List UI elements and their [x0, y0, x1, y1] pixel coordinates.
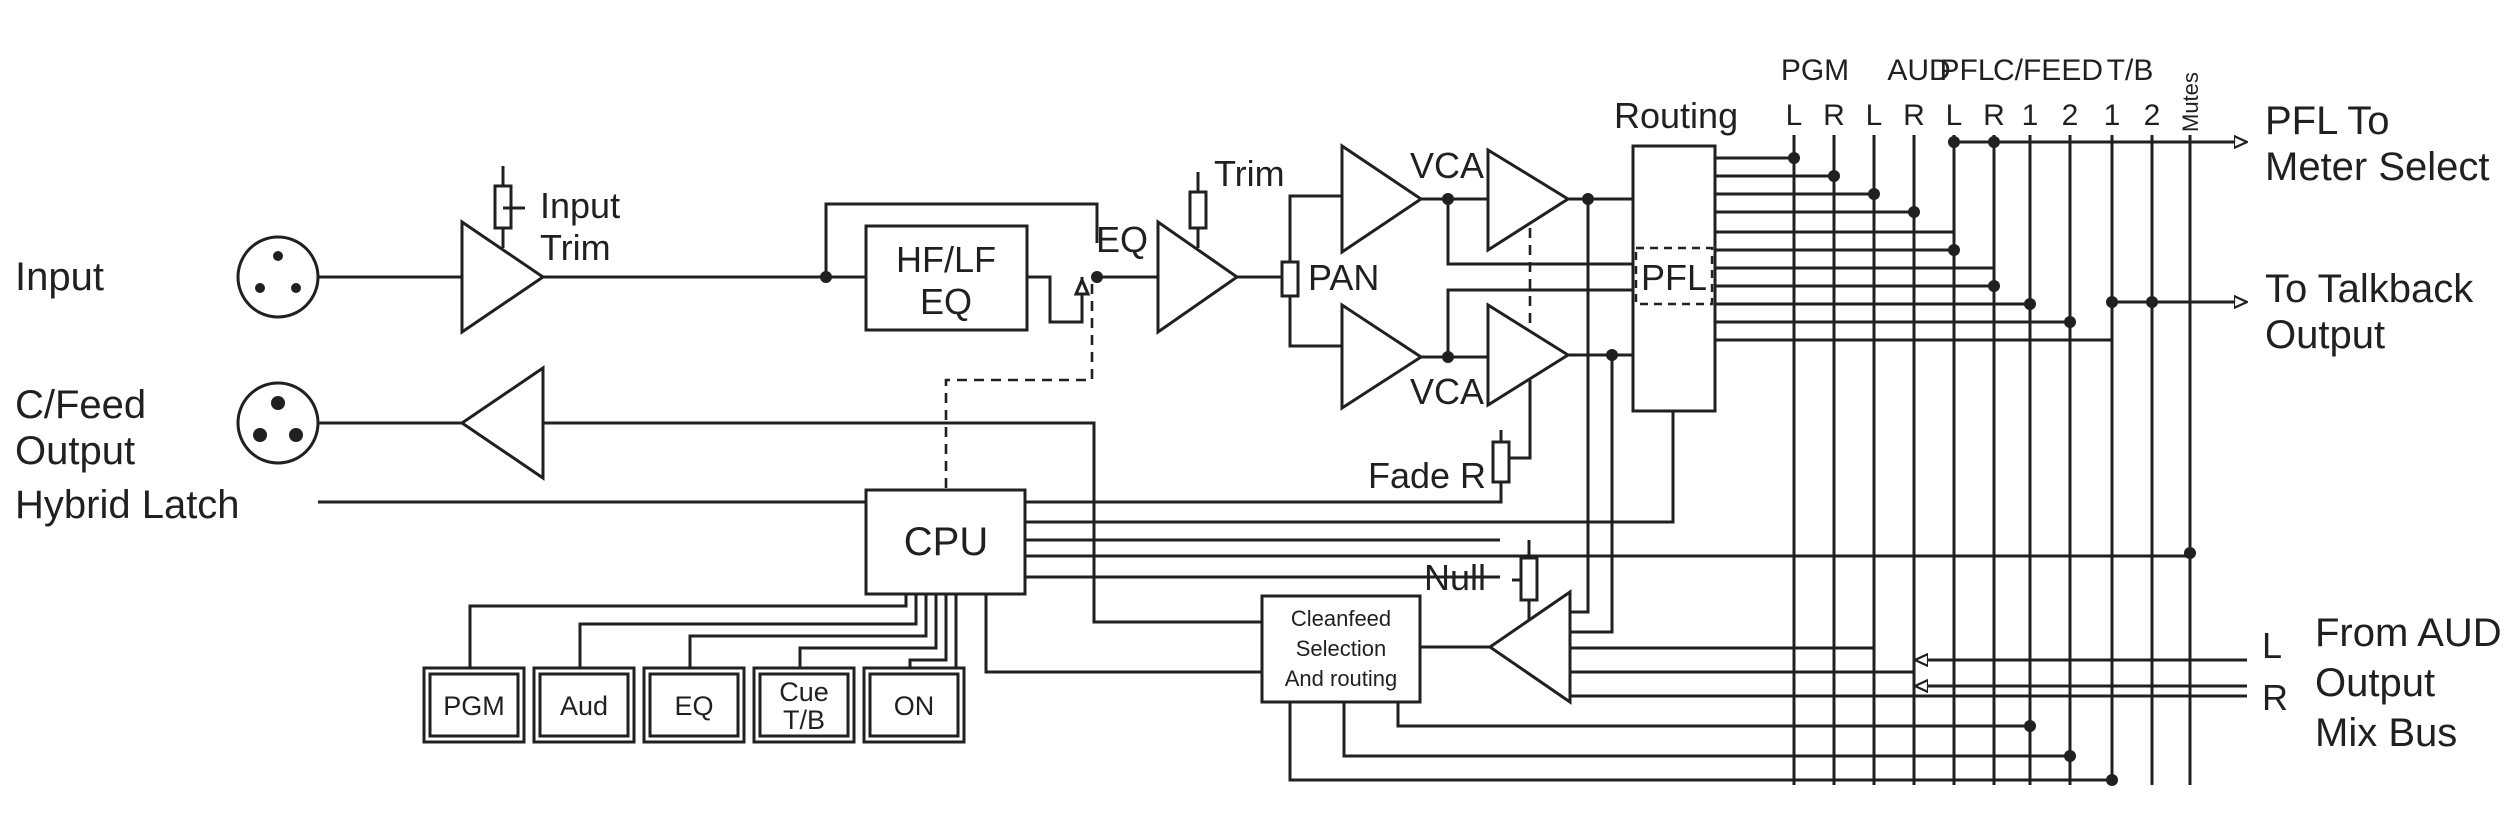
cleanfeed-amplifier	[1420, 589, 1572, 705]
bus-group-aud: AUD	[1887, 54, 1950, 87]
bus-header-labels: PGM AUD PFL C/FEED T/B L R L R L R 1 2 1…	[1781, 54, 2203, 132]
cleanfeed-label-3: And routing	[1285, 666, 1398, 691]
from-aud-label-3: Mix Bus	[2315, 711, 2457, 755]
null-control	[1512, 540, 1539, 620]
svg-text:Cue: Cue	[779, 677, 829, 707]
button-eq[interactable]: EQ	[642, 666, 746, 744]
trim-label: Trim	[1214, 153, 1285, 194]
fade-r-label: Fade R	[1368, 455, 1486, 496]
hflf-eq-label: HF/LF	[896, 239, 996, 280]
input-trim-label-2: Trim	[540, 227, 611, 268]
svg-text:ON: ON	[894, 691, 935, 721]
hflf-eq-block	[864, 224, 1029, 332]
hflf-eq-label-2: EQ	[920, 281, 972, 322]
svg-text:T/B: T/B	[783, 705, 825, 735]
cfeed-output-label-2: Output	[15, 429, 135, 473]
routing-output-wires	[1715, 156, 2112, 342]
bus-vertical-lines	[1792, 135, 2192, 785]
pan-control	[1237, 194, 1342, 348]
bus-group-pgm: PGM	[1781, 54, 1849, 87]
hybrid-latch-label: Hybrid Latch	[15, 483, 240, 527]
aud-mix-bus-inputs	[1570, 646, 2247, 698]
aud-input-r-label: R	[2262, 677, 2288, 718]
bus-line-pgm-r: R	[1823, 99, 1845, 132]
bus-group-pfl: PFL	[1939, 54, 1994, 87]
from-aud-label-2: Output	[2315, 661, 2435, 705]
talkback-output-label: To Talkback	[2265, 267, 2474, 311]
channel-trim-amplifier	[1156, 172, 1240, 335]
vca-amplifiers	[1340, 143, 1633, 460]
from-aud-label: From AUD	[2315, 611, 2502, 655]
vca-top-label: VCA	[1410, 145, 1484, 186]
routing-block	[1631, 144, 1717, 413]
button-aud[interactable]: Aud	[532, 666, 636, 744]
cpu-block	[864, 488, 1027, 596]
bus-line-pgm-l: L	[1786, 99, 1803, 132]
button-pgm[interactable]: PGM	[422, 666, 526, 744]
input-trim-label: Input	[540, 185, 620, 226]
pfl-to-meter-label-2: Meter Select	[2265, 145, 2490, 189]
input-trim-amplifier	[460, 166, 546, 335]
bus-line-tb-1: 1	[2104, 99, 2121, 132]
pan-label: PAN	[1308, 257, 1379, 298]
bus-line-pfl-l: L	[1946, 99, 1963, 132]
cpu-label: CPU	[904, 520, 988, 564]
bus-line-aud-l: L	[1866, 99, 1883, 132]
bus-group-tb: T/B	[2107, 54, 2154, 87]
pfl-block-label: PFL	[1641, 257, 1707, 298]
svg-text:EQ: EQ	[674, 691, 713, 721]
bus-group-cfeed: C/FEED	[1993, 54, 2103, 87]
null-label: Null	[1424, 557, 1486, 598]
cleanfeed-label-2: Selection	[1296, 636, 1387, 661]
bus-line-aud-r: R	[1903, 99, 1925, 132]
talkback-output-label-2: Output	[2265, 313, 2385, 357]
bus-line-pfl-r: R	[1983, 99, 2005, 132]
fade-r-control	[1025, 430, 1511, 504]
cfeed-output-label: C/Feed	[15, 383, 146, 427]
bus-junctions	[1788, 136, 2196, 559]
vca-bottom-label: VCA	[1410, 371, 1484, 412]
eq-bypass-switch	[820, 271, 1103, 490]
cleanfeed-label: Cleanfeed	[1291, 606, 1391, 631]
aud-input-l-label: L	[2262, 625, 2282, 666]
svg-text:Aud: Aud	[560, 691, 608, 721]
cfeed-output-amplifier	[318, 365, 1262, 624]
cfeed-output-connector	[236, 381, 320, 465]
bus-line-cfeed-2: 2	[2062, 99, 2079, 132]
routing-label: Routing	[1614, 95, 1738, 136]
bus-line-tb-2: 2	[2144, 99, 2161, 132]
input-connector	[236, 235, 320, 319]
cleanfeed-bus-wires	[1288, 702, 2118, 786]
bus-line-mutes: Mutes	[2178, 72, 2203, 132]
eq-label: EQ	[1096, 219, 1148, 260]
vca-to-routing-wires	[1568, 193, 1633, 634]
button-on[interactable]: ON	[862, 666, 966, 744]
cpu-control-wires	[318, 411, 2190, 674]
input-label: Input	[15, 255, 104, 299]
svg-text:PGM: PGM	[443, 691, 505, 721]
button-cue-tb[interactable]: Cue T/B	[752, 666, 856, 744]
pfl-to-meter-label: PFL To	[2265, 99, 2390, 143]
input-signal-wires	[318, 202, 1158, 324]
bus-line-cfeed-1: 1	[2022, 99, 2039, 132]
cleanfeed-selection-block	[1260, 594, 1422, 704]
